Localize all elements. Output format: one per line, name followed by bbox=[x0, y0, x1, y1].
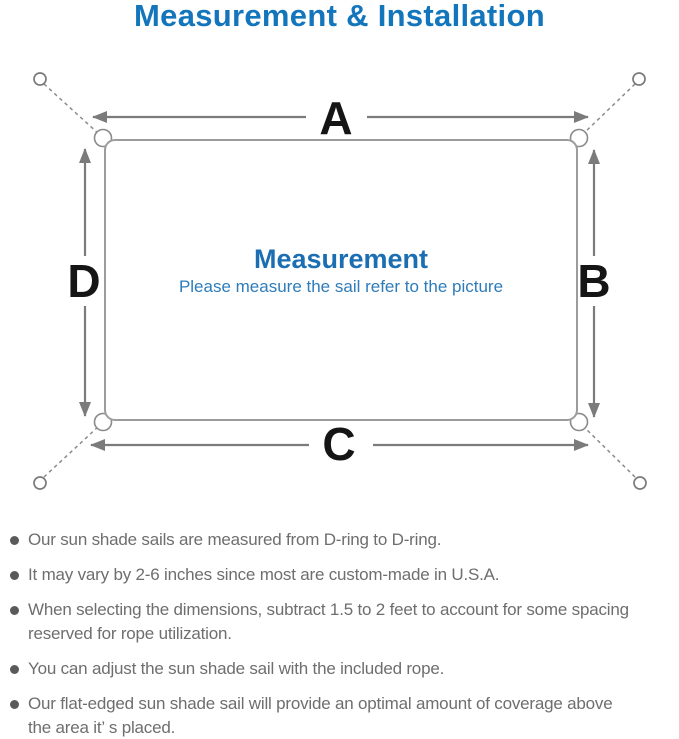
bullet-dot-icon bbox=[10, 536, 19, 545]
note-line: You can adjust the sun shade sail with t… bbox=[28, 659, 445, 678]
dim-label-a: A bbox=[319, 92, 352, 144]
anchor-bottom-left bbox=[33, 476, 47, 490]
note-line: Our flat-edged sun shade sail will provi… bbox=[28, 694, 613, 713]
note-line: Our sun shade sails are measured from D-… bbox=[28, 530, 442, 549]
bullet-dot-icon bbox=[10, 606, 19, 615]
center-title: Measurement bbox=[253, 244, 429, 274]
note-line: It may vary by 2-6 inches since most are… bbox=[28, 565, 500, 584]
note-line: the area it’ s placed. bbox=[28, 718, 176, 737]
dim-label-c: C bbox=[322, 418, 355, 470]
note-line: reserved for rope utilization. bbox=[28, 624, 232, 643]
rope-top-right bbox=[581, 83, 636, 136]
anchor-bottom-right bbox=[633, 476, 647, 490]
corner-rope-lines bbox=[43, 83, 636, 478]
measurement-diagram: A B C D bbox=[33, 72, 647, 490]
note-item: It may vary by 2-6 inches since most are… bbox=[10, 563, 670, 587]
rope-top-left bbox=[43, 83, 101, 136]
bullet-dot-icon bbox=[10, 700, 19, 709]
anchor-top-right bbox=[632, 72, 646, 86]
note-item: Our flat-edged sun shade sail will provi… bbox=[10, 692, 670, 739]
note-line: When selecting the dimensions, subtract … bbox=[28, 600, 629, 619]
notes-list: Our sun shade sails are measured from D-… bbox=[10, 528, 670, 739]
dimension-arrows bbox=[79, 111, 600, 451]
anchor-points bbox=[33, 72, 647, 490]
center-subtitle: Please measure the sail refer to the pic… bbox=[178, 277, 504, 296]
rope-bottom-left bbox=[43, 424, 101, 478]
bullet-dot-icon bbox=[10, 665, 19, 674]
rope-bottom-right bbox=[581, 424, 636, 478]
d-rings bbox=[93, 128, 589, 432]
note-item: Our sun shade sails are measured from D-… bbox=[10, 528, 670, 552]
anchor-top-left bbox=[33, 72, 47, 86]
dim-label-b: B bbox=[577, 255, 610, 307]
sail-center-text: Measurement Please measure the sail refe… bbox=[105, 245, 577, 297]
sail-outline bbox=[104, 139, 578, 421]
page-title: Measurement & Installation bbox=[134, 0, 545, 33]
dim-label-d: D bbox=[67, 255, 100, 307]
note-item: When selecting the dimensions, subtract … bbox=[10, 598, 670, 646]
note-item: You can adjust the sun shade sail with t… bbox=[10, 657, 670, 681]
bullet-dot-icon bbox=[10, 571, 19, 580]
